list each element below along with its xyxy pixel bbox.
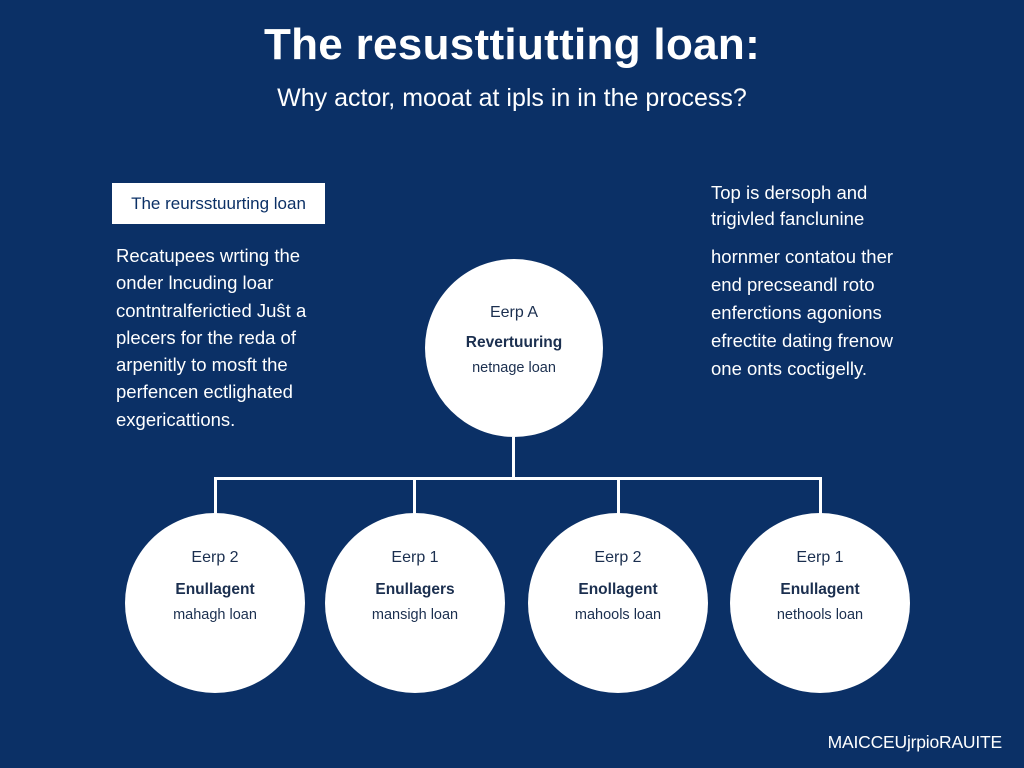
left-description: Recatupees wrting the onder lncuding loa… xyxy=(116,242,366,433)
node-name: Revertuuring xyxy=(465,334,563,351)
left-description-line: arpenitly to mosft the xyxy=(116,354,288,376)
right-description-line: end precseandl roto xyxy=(711,274,875,295)
node-step: Eerp A xyxy=(489,304,539,321)
diagram-subtitle: Why actor, mooat at ipls in in the proce… xyxy=(277,84,747,112)
right-heading-text: Top is dersoph and trigivled fanclunine xyxy=(711,180,971,232)
right-description-line: one onts coctigelly. xyxy=(711,358,867,379)
connector-root-stem xyxy=(512,437,515,478)
left-description-line: Recatupees wrting the xyxy=(116,245,301,266)
node-name: Enullagent xyxy=(780,581,860,598)
child-node-4: Eerp 1 Enullagent nethools loan xyxy=(730,513,910,693)
root-node: Eerp A Revertuuring netnage loan xyxy=(425,259,603,437)
brand-wordmark: MAICCEUjrpioRAUITE xyxy=(827,732,1003,752)
left-description-line: contntralferictied Juŝt a xyxy=(116,299,307,321)
node-step: Eerp 2 xyxy=(191,549,239,566)
node-name: Enullagent xyxy=(175,581,255,598)
connector-drop-4 xyxy=(819,477,822,514)
child-node-3: Eerp 2 Enollagent mahools loan xyxy=(528,513,708,693)
connector-drop-3 xyxy=(617,477,620,514)
right-heading-line: trigivled fanclunine xyxy=(711,208,865,229)
connector-drop-1 xyxy=(214,477,217,514)
left-description-line: onder lncuding loar xyxy=(116,272,274,294)
connector-drop-2 xyxy=(413,477,416,514)
node-step: Eerp 1 xyxy=(796,549,844,566)
right-description-line: enferctions agonions xyxy=(711,302,882,323)
right-description: hornmer contatou ther end precseandl rot… xyxy=(711,243,971,383)
child-node-1: Eerp 2 Enullagent mahagh loan xyxy=(125,513,305,693)
node-desc: netnage loan xyxy=(472,360,556,376)
child-node-2: Eerp 1 Enullagers mansigh loan xyxy=(325,513,505,693)
left-description-line: plecers for the reda of xyxy=(116,326,296,348)
left-description-line: exgericattions. xyxy=(116,408,236,430)
node-step: Eerp 2 xyxy=(594,549,642,566)
section-label-box: The reursstuurting loan xyxy=(112,183,325,224)
connector-horizontal-bar xyxy=(214,477,822,480)
node-desc: nethools loan xyxy=(776,607,864,623)
right-description-line: hornmer contatou ther xyxy=(711,246,894,267)
node-name: Enollagent xyxy=(578,581,658,598)
section-label-text: The reursstuurting loan xyxy=(131,193,306,213)
node-desc: mahools loan xyxy=(574,607,662,623)
node-step: Eerp 1 xyxy=(391,549,439,566)
node-desc: mansigh loan xyxy=(371,607,459,623)
right-heading-line: Top is dersoph and xyxy=(711,182,868,203)
node-desc: mahagh loan xyxy=(173,607,257,623)
diagram-title: The resusttiutting loan: xyxy=(263,20,761,69)
node-name: Enullagers xyxy=(375,581,455,598)
right-description-line: efrectite dating frenow xyxy=(711,330,894,351)
left-description-line: perfencen ectlighated xyxy=(116,381,293,403)
